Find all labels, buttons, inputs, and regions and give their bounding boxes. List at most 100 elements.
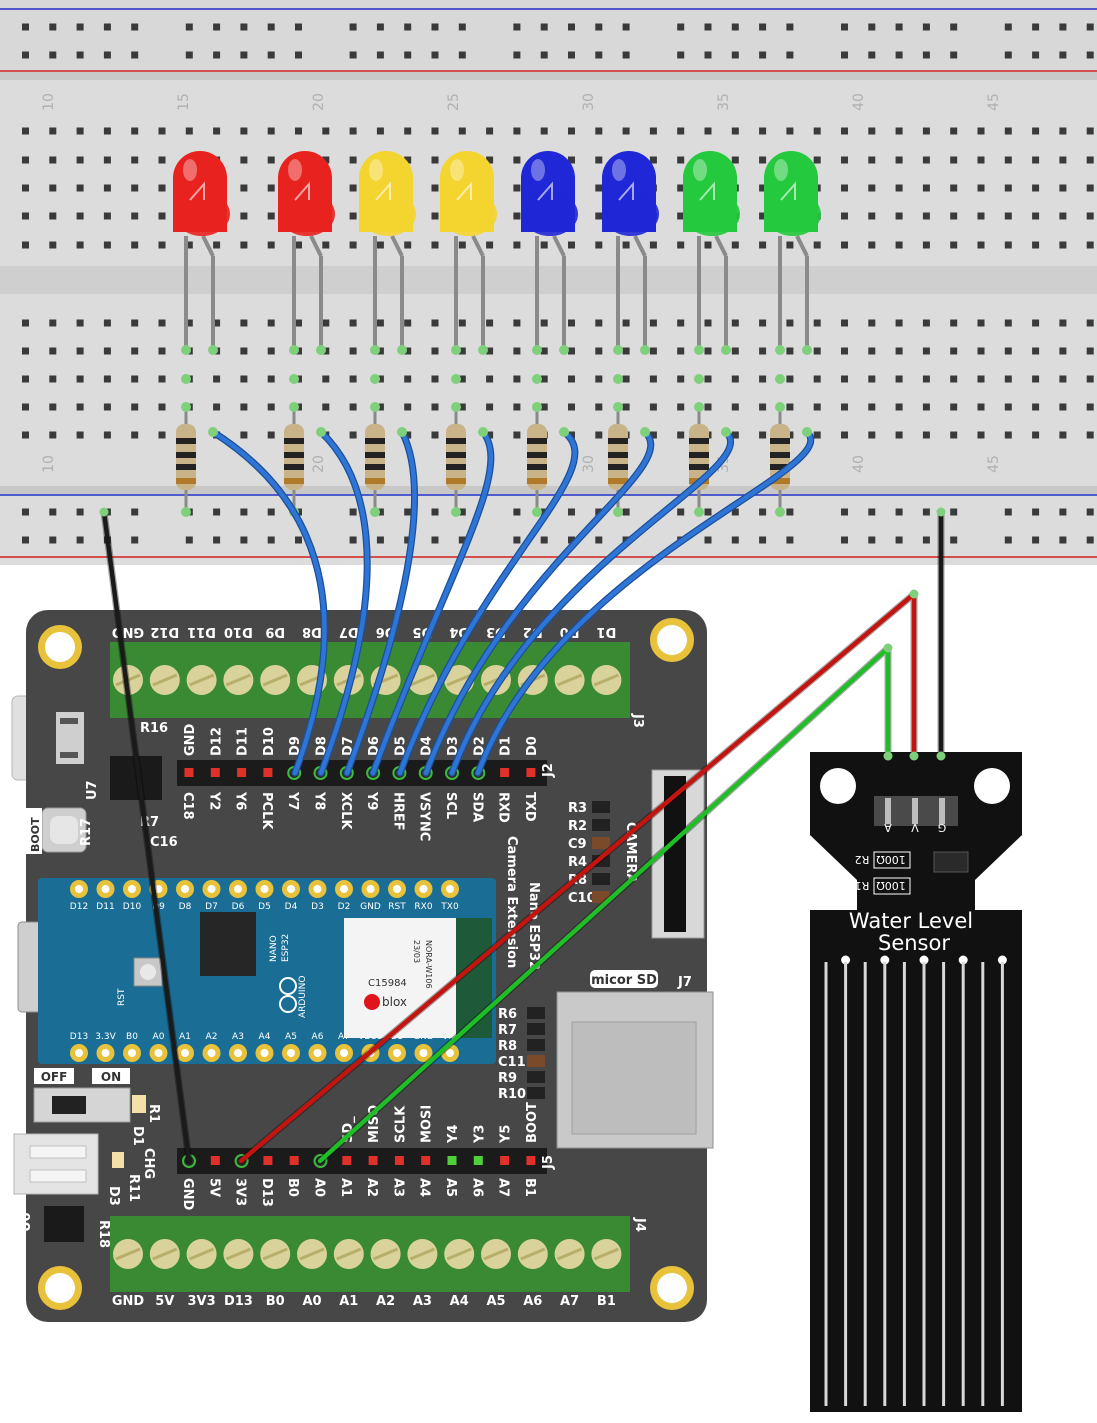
nano-pin-label: RST (388, 902, 406, 912)
header-pin[interactable] (210, 1156, 220, 1165)
nano-pin-hole (128, 885, 136, 893)
header-pin[interactable] (500, 1156, 510, 1165)
breadboard-hole (404, 319, 412, 327)
header-pin[interactable] (526, 1156, 536, 1165)
breadboard-hole (22, 51, 29, 59)
nano-pin-hole (75, 885, 83, 893)
component-label: R18 (96, 1220, 111, 1248)
breadboard-hole (540, 347, 548, 355)
component-label: C10 (568, 891, 596, 906)
breadboard-hole (895, 156, 903, 164)
breadboard-hole (841, 241, 848, 249)
module-brand: blox (382, 995, 407, 1009)
top-rail-strip (0, 0, 1097, 78)
led[interactable] (602, 151, 659, 355)
breadboard-hole (131, 184, 139, 192)
breadboard-hole (22, 212, 29, 220)
breadboard-hole (513, 319, 521, 327)
breadboard-hole (158, 431, 166, 439)
nano-model-line2: ESP32 (281, 934, 291, 962)
breadboard-hole (431, 51, 439, 59)
led[interactable] (764, 151, 821, 355)
led[interactable] (173, 151, 230, 355)
breadboard-hole (458, 536, 466, 544)
header-pin[interactable] (263, 768, 273, 777)
header-pin[interactable] (394, 1156, 404, 1165)
led[interactable] (440, 151, 497, 355)
header-pin[interactable] (421, 1156, 431, 1165)
led[interactable] (359, 151, 416, 355)
breadboard-hole (458, 319, 466, 327)
sensor-pin[interactable] (912, 798, 918, 824)
column-label: 40 (851, 93, 867, 111)
header-pin[interactable] (368, 1156, 378, 1165)
resistor-contact (532, 374, 542, 384)
breadboard-hole (622, 508, 630, 516)
component-label: R8 (498, 1039, 517, 1054)
led-contact (613, 345, 623, 355)
header-pin[interactable] (500, 768, 510, 777)
header-pin[interactable] (289, 1156, 299, 1165)
breadboard-hole (185, 536, 193, 544)
led-leg (201, 235, 215, 257)
header-label: B1 (522, 1178, 537, 1197)
breadboard-hole (922, 156, 930, 164)
header-pin[interactable] (473, 1156, 483, 1165)
breadboard-hole (622, 23, 630, 31)
breadboard-hole (759, 127, 767, 135)
breadboard-hole (158, 347, 166, 355)
led[interactable] (278, 151, 335, 355)
breadboard-hole (540, 23, 548, 31)
breadboard-hole (22, 536, 29, 544)
breadboard-hole (922, 431, 930, 439)
led[interactable] (683, 151, 740, 355)
terminal-screw-slot (409, 673, 435, 687)
header-pin[interactable] (263, 1156, 273, 1165)
nano-pin-hole (313, 885, 322, 893)
resistor (527, 374, 547, 517)
sensor-traces (824, 955, 1007, 1406)
component-label: R6 (498, 1007, 517, 1022)
breadboard-hole (322, 241, 330, 249)
switch-slider[interactable] (52, 1096, 86, 1114)
breadboard-hole (486, 319, 494, 327)
breadboard-hole (950, 184, 958, 192)
breadboard-hole (458, 23, 466, 31)
header-pin[interactable] (526, 768, 536, 777)
breadboard-hole (22, 156, 29, 164)
breadboard-hole (759, 51, 767, 59)
breadboard-hole (404, 508, 412, 516)
header-label: A1 (338, 1178, 353, 1197)
header-pin[interactable] (342, 1156, 352, 1165)
breadboard-hole (49, 127, 57, 135)
breadboard-hole (295, 51, 302, 59)
boot-button-cap[interactable] (50, 816, 78, 844)
sensor-r2-value: 100Ω (876, 853, 905, 866)
header-pin[interactable] (210, 768, 220, 777)
sensor-pin[interactable] (885, 798, 891, 824)
breadboard-hole (568, 347, 575, 355)
header-pin[interactable] (184, 768, 194, 777)
signal-wire (210, 429, 327, 776)
battery-connector[interactable] (13, 1133, 99, 1195)
breadboard-hole (431, 431, 439, 439)
breadboard-hole (595, 319, 603, 327)
wire-end (883, 643, 893, 653)
breadboard-hole (76, 375, 84, 383)
breadboard-hole (813, 375, 821, 383)
breadboard-hole (213, 536, 221, 544)
led[interactable] (521, 151, 578, 355)
header-pin[interactable] (447, 1156, 457, 1165)
breadboard-hole (677, 212, 685, 220)
power-switch[interactable] (33, 1087, 131, 1123)
nano-pin-label: D3 (311, 902, 324, 912)
breadboard-hole (1059, 156, 1067, 164)
breadboard-hole (22, 508, 29, 516)
breadboard-hole (950, 536, 958, 544)
sensor-pin[interactable] (939, 798, 945, 824)
header-pin[interactable] (237, 768, 247, 777)
nano-model-line1: NANO (269, 935, 279, 962)
breadboard-hole (22, 403, 29, 411)
sensor-trace (942, 962, 946, 1406)
nano-reset-cap[interactable] (140, 964, 156, 980)
